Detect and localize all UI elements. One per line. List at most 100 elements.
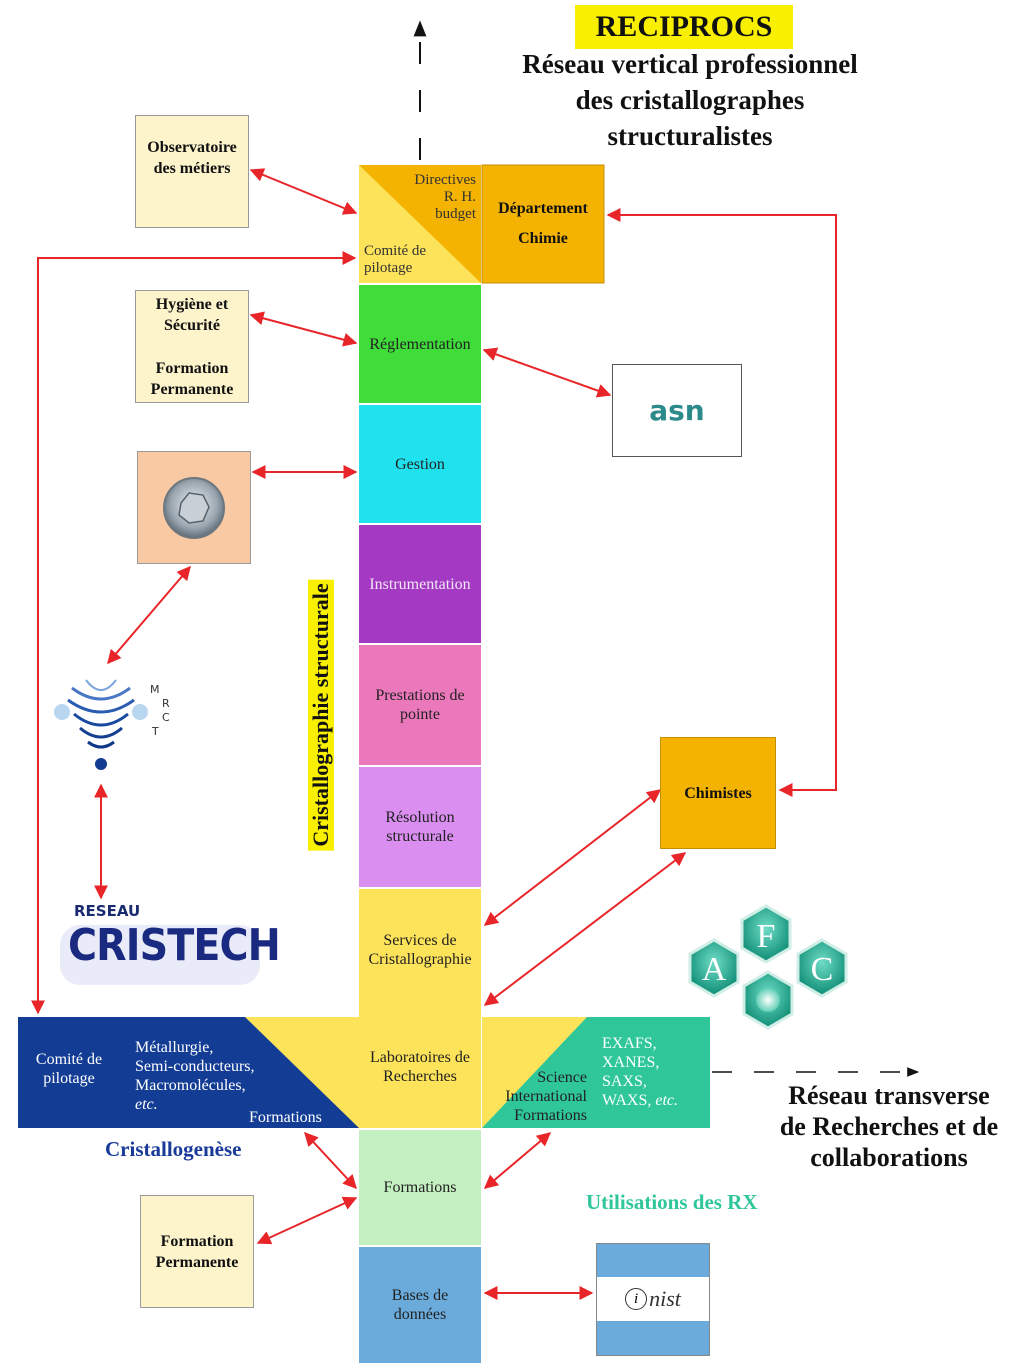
title-highlight: [575, 5, 793, 49]
transverse-line: de Recherches et de: [779, 1112, 999, 1141]
comite-connector: [31, 251, 357, 1015]
cell-laboratoires: Laboratoires de Recherches: [359, 1017, 481, 1128]
cell-label: Réglementation: [369, 335, 471, 353]
arrow-hygiene: [249, 311, 358, 347]
cell-label: Instrumentation: [369, 575, 471, 593]
cell-label-line: Prestations de: [375, 687, 465, 704]
vertical-label-wrap: Cristallographie structurale: [308, 570, 334, 860]
band-line: WAXS, etc.: [602, 1091, 678, 1110]
cell-formations: Formations: [359, 1130, 481, 1245]
cell-label-line: données: [393, 1306, 447, 1323]
departement-line: Chimie: [518, 230, 568, 247]
transverse-line: collaborations: [810, 1143, 968, 1172]
inist-logo: nist: [649, 1286, 681, 1311]
cell-label-line: structurale: [386, 828, 454, 845]
observatoire-box: Observatoire des métiers: [135, 115, 249, 228]
mrct-letter: M: [150, 683, 160, 696]
reseau-transverse-label: Réseau transverse de Recherches et de co…: [748, 1080, 1030, 1173]
chimie-chimistes-connector: [606, 208, 837, 797]
cell-label: Gestion: [395, 455, 445, 473]
asn-logo-box: asn: [612, 364, 742, 457]
medal-logo-box: [137, 451, 251, 564]
band-line: Formations: [514, 1107, 587, 1124]
arrow-chimistes-services: [483, 789, 662, 926]
inist-logo-box: i nist: [596, 1243, 710, 1356]
cell-label: Formations: [383, 1179, 457, 1196]
box-line: Chimistes: [684, 784, 752, 802]
directives-line: Directives: [414, 172, 476, 188]
band-line: International: [505, 1088, 587, 1105]
left-band-yellow-triangle: [245, 1017, 359, 1128]
cell-label-line: Cristallographie: [368, 951, 472, 968]
arrow-rightband-formations: [483, 1132, 552, 1189]
left-band-comite: Comité de pilotage: [28, 1050, 110, 1088]
band-line: etc.: [135, 1096, 158, 1113]
band-line: pilotage: [43, 1070, 95, 1087]
inist-band: i nist: [597, 1277, 709, 1321]
top-cell-comite: Comité de pilotage: [364, 243, 426, 277]
right-band-left-text: Science International Formations: [487, 1068, 587, 1125]
band-line: XANES,: [602, 1054, 660, 1071]
afc-letter: F: [756, 918, 776, 955]
departement-line: Département: [498, 200, 588, 217]
asn-logo: asn: [649, 394, 705, 427]
top-cell-yellow-triangle: [359, 165, 481, 283]
box-line: Sécurité: [164, 316, 220, 334]
departement-chimie-box: Département Chimie: [482, 165, 604, 283]
utilisations-rx-caption: Utilisations des RX: [586, 1190, 758, 1214]
afc-letter: C: [810, 951, 834, 988]
cell-label-line: Recherches: [383, 1068, 457, 1085]
afc-letter: A: [701, 951, 727, 988]
transverse-line: Réseau transverse: [788, 1081, 990, 1110]
band-line: Comité de: [35, 1051, 103, 1068]
box-line: des métiers: [153, 159, 231, 177]
directives-line: R. H.: [443, 189, 476, 205]
cristallogenese-caption: Cristallogenèse: [105, 1137, 242, 1161]
arrow-asn: [482, 347, 612, 398]
band-line: Macromolécules,: [135, 1077, 246, 1094]
cristech-glow: [60, 925, 260, 985]
band-line: Semi-conducteurs,: [135, 1058, 255, 1075]
left-band-domains: Métallurgie, Semi-conducteurs, Macromolé…: [135, 1038, 255, 1114]
formation-permanente-box: Formation Permanente: [140, 1195, 254, 1308]
band-line: Métallurgie,: [135, 1039, 214, 1056]
cell-services: Services de Cristallographie: [359, 889, 481, 1017]
cell-label-line: Laboratoires de: [370, 1049, 470, 1066]
mrct-letters: M R C T: [146, 683, 170, 739]
mrct-letter: T: [152, 725, 159, 738]
arrow-medal-mrct: [107, 565, 191, 665]
diagram-subtitle: Réseau vertical professionnel des crista…: [480, 46, 900, 154]
mrct-letter: R: [162, 697, 170, 710]
box-line: Formation: [155, 359, 229, 377]
arrow-observatoire: [249, 168, 358, 215]
cell-label-line: Résolution: [385, 809, 455, 826]
band-line: Science: [537, 1069, 587, 1086]
cell-instrumentation: Instrumentation: [359, 525, 481, 643]
cell-resolution: Résolution structurale: [359, 767, 481, 887]
right-band-yellow-triangle: [482, 1017, 587, 1128]
cell-label-line: pointe: [399, 706, 440, 723]
box-line: Hygiène et: [155, 295, 229, 313]
cristech-small: RESEAU: [74, 902, 141, 920]
inist-i-icon: i: [625, 1288, 648, 1310]
cell-reglementation: Réglementation: [359, 285, 481, 403]
band-line: SAXS,: [602, 1073, 647, 1090]
right-band-techniques: EXAFS, XANES, SAXS, WAXS, etc.: [602, 1034, 678, 1110]
top-cell-directives: Directives R. H. budget: [362, 172, 476, 223]
medal-icon: [163, 476, 225, 539]
box-line: Formation: [160, 1232, 234, 1250]
cell-label-line: Services de: [383, 932, 457, 949]
band-line: EXAFS,: [602, 1035, 657, 1052]
directives-line: budget: [435, 206, 476, 222]
arrow-chimistes-labos: [483, 852, 687, 1006]
hygiene-securite-box: Hygiène et Sécurité Formation Permanente: [135, 290, 249, 403]
diagram-title: RECIPROCS: [595, 10, 773, 43]
subtitle-line: des cristallographes: [575, 85, 805, 115]
afc-logo-icon: [688, 904, 848, 1030]
departement-bg: [481, 164, 605, 284]
technique-etc: etc.: [655, 1092, 678, 1109]
box-line: Permanente: [150, 380, 234, 398]
arrow-formation-permanente: [256, 1196, 358, 1245]
